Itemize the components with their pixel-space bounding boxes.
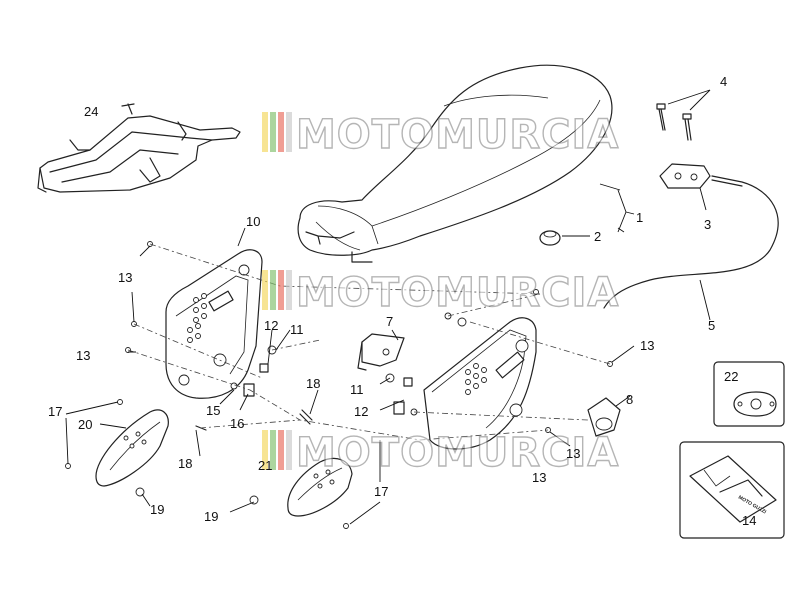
callout-18-a: 18: [306, 376, 320, 391]
leader-lines: [65, 245, 635, 525]
callout-4: 4: [720, 74, 727, 89]
inset-22-box: [713, 361, 785, 427]
inset-14-box: MOTO GUZZI: [679, 441, 785, 539]
callout-labels: 24 4 3 1 2 5 10 13 13 12 11 7 13 22 11 1…: [48, 74, 756, 528]
part-7-bracket: [357, 329, 405, 371]
watermark-top: MOTOMURCIA: [262, 111, 619, 159]
callout-22: 22: [724, 369, 738, 384]
callout-5: 5: [708, 318, 715, 333]
callout-20: 20: [78, 417, 92, 432]
callout-11-b: 11: [350, 382, 364, 397]
part-24-seat-tray: [37, 103, 241, 193]
part-3-seat-lock: [659, 163, 711, 211]
part-10-left-side-panel: [165, 227, 263, 399]
watermark-bottom: MOTOMURCIA: [262, 429, 619, 477]
callout-12-a: 12: [264, 318, 278, 333]
callout-2: 2: [594, 229, 601, 244]
part-5-release-cable: [603, 175, 779, 321]
callout-8: 8: [626, 392, 633, 407]
callout-13-e: 13: [532, 470, 546, 485]
callout-17-a: 17: [48, 404, 62, 419]
callout-13-c: 13: [640, 338, 654, 353]
callout-14: 14: [742, 513, 756, 528]
watermark-text: MOTOMURCIA: [296, 112, 619, 158]
fasteners: [65, 241, 613, 529]
callout-13-d: 13: [566, 446, 580, 461]
callout-13-a: 13: [118, 270, 132, 285]
callout-12-b: 12: [354, 404, 368, 419]
callout-10: 10: [246, 214, 260, 229]
part-2-rubber-buffer: [539, 230, 590, 246]
callout-7: 7: [386, 314, 393, 329]
part-8-connector: [587, 395, 631, 437]
callout-1: 1: [636, 210, 643, 225]
callout-19-b: 19: [204, 509, 218, 524]
callout-19-a: 19: [150, 502, 164, 517]
callout-11-a: 11: [290, 322, 304, 337]
watermark-text: MOTOMURCIA: [296, 270, 619, 316]
callout-17-b: 17: [374, 484, 388, 499]
part-4-screws: [656, 89, 711, 141]
callout-18-b: 18: [178, 456, 192, 471]
part-21-cover: [287, 457, 353, 517]
watermark-middle: MOTOMURCIA: [262, 269, 619, 317]
callout-16: 16: [230, 416, 244, 431]
part-1-seat: [297, 64, 635, 263]
callout-24: 24: [84, 104, 98, 119]
callout-15: 15: [206, 403, 220, 418]
callout-3: 3: [704, 217, 711, 232]
callout-13-b: 13: [76, 348, 90, 363]
watermark-text: MOTOMURCIA: [296, 430, 619, 476]
part-20-cover: [95, 409, 169, 487]
callout-21: 21: [258, 458, 272, 473]
